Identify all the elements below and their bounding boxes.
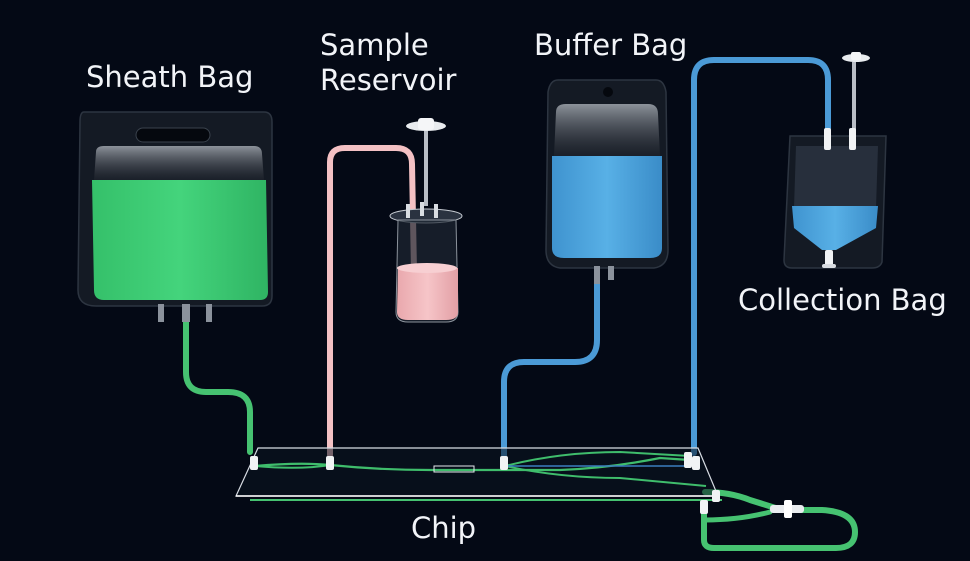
sample-reservoir-label-line1: Sample bbox=[320, 28, 429, 62]
collection-bag-label: Collection Bag bbox=[738, 283, 947, 317]
microfluidic-chip bbox=[235, 447, 722, 514]
sheath-tubing bbox=[183, 307, 253, 455]
chip-label: Chip bbox=[411, 511, 477, 545]
sheath-bag bbox=[77, 111, 273, 322]
sample-reservoir-label-line2: Reservoir bbox=[320, 62, 457, 97]
collection-tubing bbox=[691, 57, 831, 456]
buffer-tubing bbox=[501, 269, 600, 458]
sample-tubing bbox=[327, 145, 417, 458]
waste-junction-fitting bbox=[770, 500, 804, 518]
sample-reservoir-label: Sample Reservoir bbox=[320, 28, 456, 98]
collection-bag bbox=[783, 52, 887, 269]
sample-reservoir bbox=[389, 118, 463, 323]
buffer-bag bbox=[545, 79, 669, 284]
waste-tubing-branch bbox=[702, 509, 773, 523]
buffer-bag-label: Buffer Bag bbox=[534, 28, 688, 62]
sheath-bag-label: Sheath Bag bbox=[86, 60, 254, 94]
waste-tubing bbox=[701, 489, 859, 551]
